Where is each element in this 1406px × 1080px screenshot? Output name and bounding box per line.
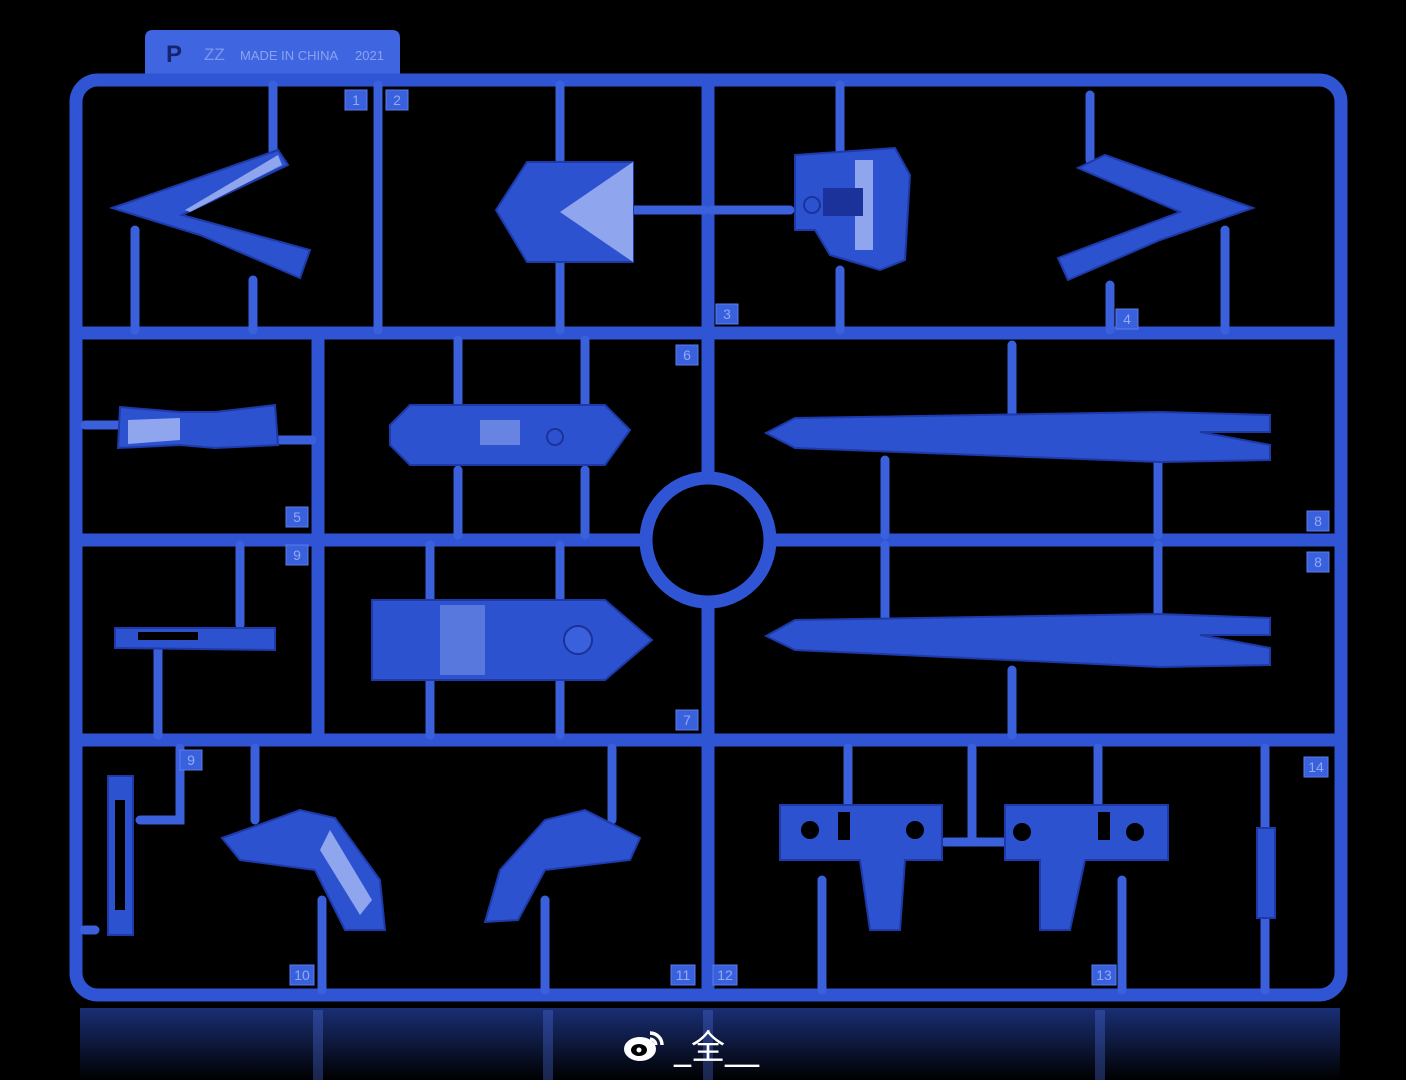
- part-chevron-right: [1056, 153, 1257, 282]
- tag-7: 7: [675, 709, 699, 731]
- svg-text:7: 7: [683, 712, 691, 728]
- runner-frame: [69, 73, 1348, 1002]
- part-curved-right: [483, 808, 642, 924]
- tag-10: 10: [289, 964, 315, 986]
- svg-text:14: 14: [1308, 759, 1324, 775]
- part-long-plate-1: [389, 404, 632, 466]
- part-frame-strip: [107, 775, 134, 936]
- svg-text:12: 12: [717, 967, 733, 983]
- svg-text:2021: 2021: [355, 48, 384, 63]
- reflection-gates: [313, 1010, 1105, 1080]
- svg-text:MADE IN CHINA: MADE IN CHINA: [240, 48, 339, 63]
- part-bracket-left: [779, 804, 943, 931]
- tag-5: 5: [285, 506, 309, 528]
- part-center-block: [794, 146, 912, 272]
- svg-text:11: 11: [676, 967, 691, 983]
- svg-text:8: 8: [1314, 513, 1322, 529]
- tag-12: 12: [712, 964, 738, 986]
- tag-2: 2: [385, 89, 409, 111]
- svg-text:4: 4: [1123, 311, 1131, 327]
- tag-11: 11: [670, 964, 696, 986]
- tag-9b: 9: [179, 749, 203, 771]
- svg-text:2: 2: [393, 92, 401, 108]
- part-long-plate-2: [371, 599, 654, 681]
- tag-8b: 8: [1306, 551, 1330, 573]
- svg-text:5: 5: [293, 509, 301, 525]
- svg-text:9: 9: [293, 547, 301, 563]
- tag-3: 3: [715, 303, 739, 325]
- part-hook: [114, 627, 276, 652]
- svg-text:10: 10: [294, 967, 310, 983]
- number-tags: 1 2 3 4 5 6 7 8 8 9 9 10 11 12 13 14: [179, 89, 1330, 986]
- part-long-blade-2: [763, 612, 1271, 669]
- parts: [107, 146, 1276, 936]
- tag-8a: 8: [1306, 510, 1330, 532]
- part-curved-left: [220, 808, 387, 931]
- svg-text:P: P: [166, 41, 182, 68]
- tag-13: 13: [1091, 964, 1117, 986]
- svg-text:8: 8: [1314, 554, 1322, 570]
- part-small-bar: [116, 403, 280, 450]
- svg-text:3: 3: [723, 306, 731, 322]
- svg-text:ZZ: ZZ: [204, 45, 225, 64]
- part-thin-rod: [1256, 827, 1276, 919]
- weibo-icon: [624, 1030, 664, 1061]
- part-bracket-right: [1004, 804, 1169, 931]
- svg-text:9: 9: [187, 752, 195, 768]
- svg-text:6: 6: [683, 347, 691, 363]
- part-chevron-left: [108, 148, 312, 280]
- tag-9a: 9: [285, 544, 309, 566]
- svg-text:13: 13: [1096, 967, 1112, 983]
- watermark: _全__: [622, 1020, 759, 1069]
- runner-label-tab: P ZZ MADE IN CHINA 2021: [145, 30, 400, 78]
- tag-6: 6: [675, 344, 699, 366]
- reflection: [80, 1008, 1340, 1080]
- part-spade: [494, 161, 634, 263]
- tag-1: 1: [344, 89, 368, 111]
- tag-14: 14: [1303, 756, 1329, 778]
- svg-text:1: 1: [352, 92, 360, 108]
- part-long-blade-1: [763, 410, 1271, 464]
- tag-4: 4: [1115, 308, 1139, 330]
- watermark-text: _全__: [674, 1028, 759, 1068]
